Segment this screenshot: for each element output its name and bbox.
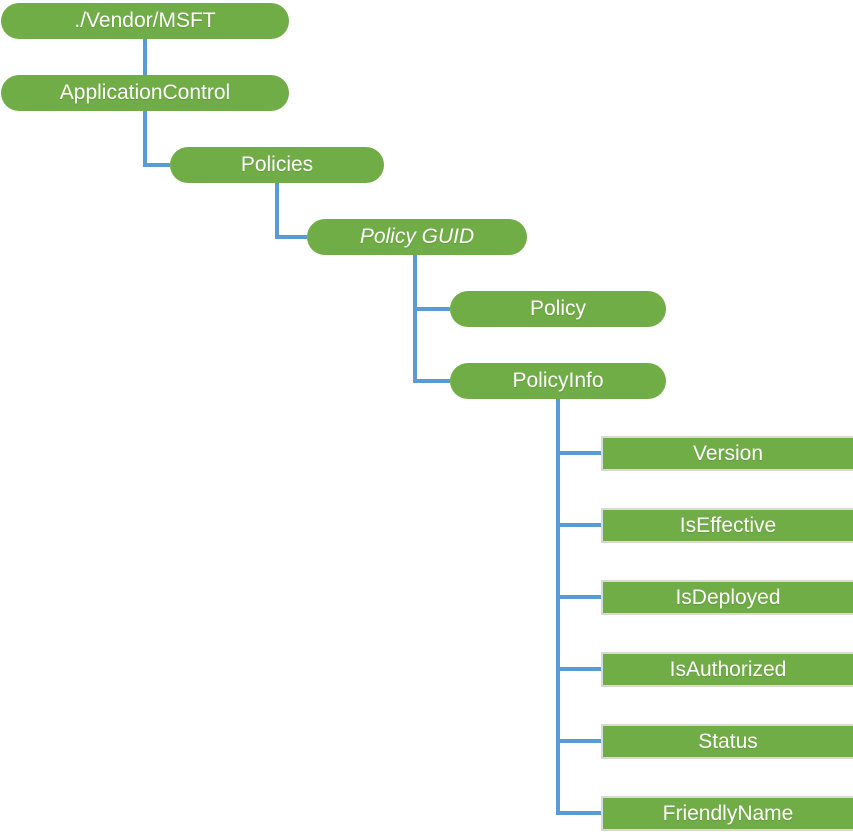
node-version: Version <box>601 436 853 471</box>
connector-branch-iseffective <box>556 523 601 527</box>
connector-appcontrol-elbow-vertical <box>143 111 147 167</box>
connector-branch-policyinfo <box>413 379 450 383</box>
connector-policies-elbow-horizontal <box>275 235 307 239</box>
connector-branch-policy <box>413 307 450 311</box>
connector-policyinfo-trunk <box>556 399 560 815</box>
connector-policies-elbow-vertical <box>275 183 279 239</box>
connector-branch-friendlyname <box>556 811 601 815</box>
node-friendly-name: FriendlyName <box>601 796 853 831</box>
node-policy-info: PolicyInfo <box>450 363 666 399</box>
connector-branch-status <box>556 739 601 743</box>
connector-appcontrol-elbow-horizontal <box>143 163 170 167</box>
connector-vendor-to-appcontrol <box>143 39 147 75</box>
connector-branch-isauthorized <box>556 667 601 671</box>
node-policy: Policy <box>450 291 666 327</box>
connector-branch-isdeployed <box>556 595 601 599</box>
node-is-effective: IsEffective <box>601 508 853 543</box>
node-is-authorized: IsAuthorized <box>601 652 853 687</box>
node-vendor-msft: ./Vendor/MSFT <box>1 3 289 39</box>
node-application-control: ApplicationControl <box>1 75 289 111</box>
node-policies: Policies <box>170 147 384 183</box>
connector-policyguid-trunk <box>413 255 417 383</box>
node-status: Status <box>601 724 853 759</box>
node-is-deployed: IsDeployed <box>601 580 853 615</box>
node-policy-guid: Policy GUID <box>307 219 527 255</box>
connector-branch-version <box>556 451 601 455</box>
